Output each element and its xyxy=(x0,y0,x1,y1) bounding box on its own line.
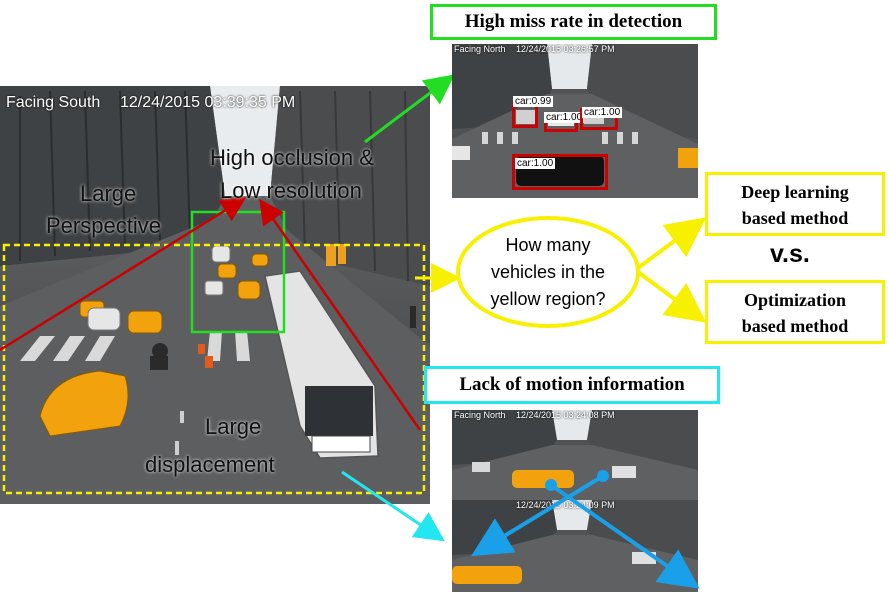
detection-label: car:1.00 xyxy=(544,112,585,123)
yellow-arrow-to-deep xyxy=(636,217,707,270)
camera-timestamp-caption: 12/24/2015 03:39:35 PM xyxy=(120,94,296,111)
versus-label: v.s. xyxy=(770,240,810,268)
opt-line1: Optimization xyxy=(744,290,846,310)
green-arrow xyxy=(364,74,455,144)
detection-box xyxy=(512,154,608,190)
optimization-method-box: Optimization based method xyxy=(705,280,885,344)
question-line: How many xyxy=(505,235,591,255)
red-perspective-line-right xyxy=(259,198,422,431)
deep-line2: based method xyxy=(741,208,849,228)
deep-learning-method-box: Deep learning based method xyxy=(705,172,885,236)
question-line: vehicles in the xyxy=(490,262,606,282)
red-perspective-line-left xyxy=(0,197,247,352)
detection-label: car:0.99 xyxy=(513,96,554,107)
blue-motion-arrow xyxy=(471,474,605,557)
detection-direction-caption: Facing North xyxy=(454,44,506,54)
occlusion-label-line2: Low resolution xyxy=(220,178,362,203)
main-camera-image: Facing South 12/24/2015 03:39:35 PM xyxy=(0,86,430,504)
yellow-arrow-to-opt xyxy=(636,270,707,323)
camera-direction-caption: Facing South xyxy=(6,94,101,111)
displacement-label-line2: displacement xyxy=(145,452,275,477)
motion-scene-illustration xyxy=(452,410,698,500)
detection-image: Facing North 12/24/2015 03:26:57 PM car:… xyxy=(452,44,698,198)
question-ellipse xyxy=(456,216,640,328)
motion-frame1-timestamp: 12/24/2015 03:24:08 PM xyxy=(516,410,615,420)
opt-line2: based method xyxy=(741,316,849,336)
detection-label: car:1.00 xyxy=(515,158,556,169)
occlusion-label-line1: High occlusion & xyxy=(210,145,374,170)
detection-panel-title: High miss rate in detection xyxy=(430,4,717,40)
blue-motion-start-dot xyxy=(597,470,609,482)
motion-panel-title: Lack of motion information xyxy=(424,366,720,404)
perspective-label-line1: Large xyxy=(80,181,137,206)
displacement-label-line1: Large xyxy=(205,414,262,439)
detection-label: car:1.00 xyxy=(582,107,623,118)
motion-frame2-timestamp: 12/24/2015 03:24:09 PM xyxy=(516,500,615,510)
question-text: How many vehicles in the yellow region? xyxy=(470,232,626,313)
deep-line1: Deep learning xyxy=(741,182,849,202)
cyan-arrow xyxy=(341,470,445,542)
motion-frame1-direction: Facing North xyxy=(454,410,506,420)
blue-motion-arrow xyxy=(549,483,700,589)
question-line: yellow region? xyxy=(490,289,606,309)
detection-timestamp-caption: 12/24/2015 03:26:57 PM xyxy=(516,44,615,54)
blue-motion-start-dot xyxy=(545,479,557,491)
motion-frame-1: Facing North 12/24/2015 03:24:08 PM xyxy=(452,410,698,500)
perspective-label-line2: Perspective xyxy=(46,213,161,238)
